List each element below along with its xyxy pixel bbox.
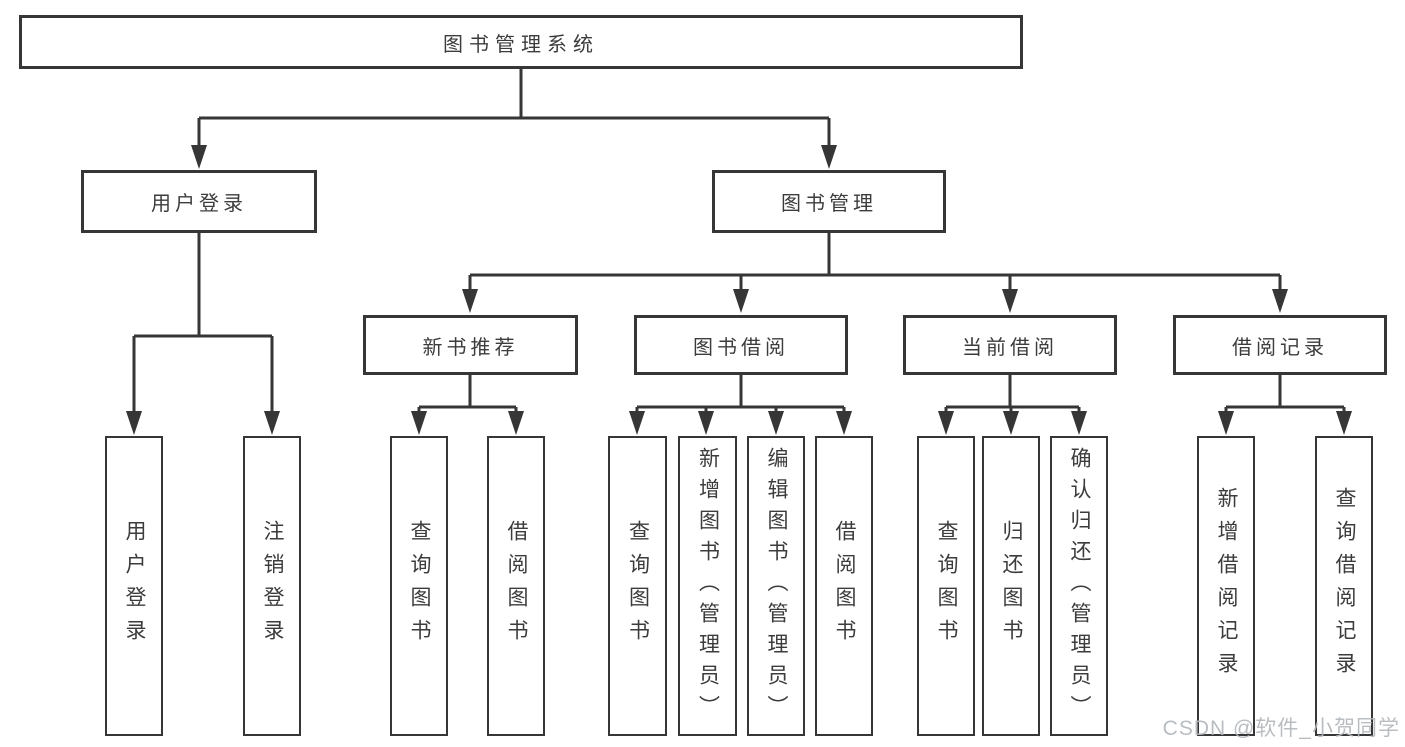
connector-new-book-rec-children bbox=[417, 375, 518, 420]
node-root: 图书管理系统 bbox=[19, 15, 1023, 69]
node-current-borrow: 当前借阅 bbox=[903, 315, 1117, 375]
node-user-login: 用户登录 bbox=[81, 170, 317, 233]
arrowhead-icon bbox=[1218, 411, 1234, 435]
node-book-borrow: 图书借阅 bbox=[634, 315, 848, 375]
arrowhead-icon bbox=[411, 411, 427, 435]
arrowhead-icon bbox=[1272, 289, 1288, 313]
node-br-query-record: 查询借阅记录 bbox=[1315, 436, 1373, 736]
arrowhead-icon bbox=[733, 289, 749, 313]
node-br-add-record: 新增借阅记录 bbox=[1197, 436, 1255, 736]
arrowhead-icon bbox=[1003, 411, 1019, 435]
arrowhead-icon bbox=[191, 145, 207, 169]
node-bb-add-books-admin: 新增图书（管理员） bbox=[678, 436, 737, 736]
node-logout: 注销登录 bbox=[243, 436, 301, 736]
node-cb-confirm-return-admin: 确认归还（管理员） bbox=[1050, 436, 1108, 736]
arrowheads bbox=[126, 145, 1352, 435]
arrowhead-icon bbox=[836, 411, 852, 435]
node-cb-query-books: 查询图书 bbox=[917, 436, 975, 736]
arrowhead-icon bbox=[821, 145, 837, 169]
connector-borrow-records-children bbox=[1224, 375, 1346, 420]
connector-root-to-level2 bbox=[197, 69, 831, 152]
connector-user-login-children bbox=[132, 233, 274, 420]
node-borrow-records: 借阅记录 bbox=[1173, 315, 1387, 375]
node-bb-edit-books-admin: 编辑图书（管理员） bbox=[747, 436, 805, 736]
connector-book-mgmt-children bbox=[468, 233, 1282, 298]
node-login: 用户登录 bbox=[105, 436, 163, 736]
node-bb-query-books: 查询图书 bbox=[608, 436, 667, 736]
arrowhead-icon bbox=[264, 411, 280, 435]
arrowhead-icon bbox=[698, 411, 714, 435]
arrowhead-icon bbox=[768, 411, 784, 435]
node-book-management: 图书管理 bbox=[712, 170, 946, 233]
connector-book-borrow-children bbox=[635, 375, 846, 420]
arrowhead-icon bbox=[1002, 289, 1018, 313]
csdn-watermark: CSDN @软件_小贺同学 bbox=[1162, 717, 1400, 740]
arrowhead-icon bbox=[462, 289, 478, 313]
node-cb-return-books: 归还图书 bbox=[982, 436, 1040, 736]
node-bb-borrow-books: 借阅图书 bbox=[815, 436, 873, 736]
arrowhead-icon bbox=[1071, 411, 1087, 435]
node-nb-borrow-books: 借阅图书 bbox=[487, 436, 545, 736]
arrowhead-icon bbox=[629, 411, 645, 435]
node-nb-query-books: 查询图书 bbox=[390, 436, 448, 736]
arrowhead-icon bbox=[1336, 411, 1352, 435]
arrowhead-icon bbox=[126, 411, 142, 435]
arrowhead-icon bbox=[508, 411, 524, 435]
connector-lines bbox=[132, 69, 1346, 420]
arrowhead-icon bbox=[938, 411, 954, 435]
node-new-book-recommend: 新书推荐 bbox=[363, 315, 578, 375]
